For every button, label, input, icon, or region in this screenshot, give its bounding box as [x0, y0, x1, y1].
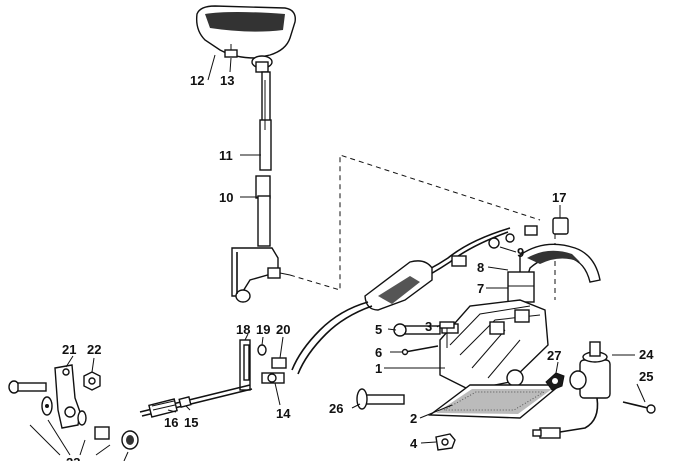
callout-21: 21 [62, 342, 76, 357]
callout-6: 6 [375, 345, 382, 360]
callout-1: 1 [375, 361, 382, 376]
callout-7: 7 [477, 281, 484, 296]
callout-16: 16 [164, 415, 178, 430]
shift-cable [291, 225, 538, 375]
switch-24 [532, 341, 611, 439]
nut-4 [435, 433, 456, 451]
washer-19 [257, 344, 267, 356]
bolt-26 [356, 388, 405, 410]
base-plate [427, 384, 562, 419]
selector-cover [507, 217, 601, 303]
nut-left-1 [94, 426, 110, 440]
bracket-21 [54, 364, 81, 429]
bolt-25 [622, 401, 656, 414]
nut-22 [83, 371, 101, 391]
shift-rod [139, 384, 253, 418]
grommet-27 [545, 372, 565, 391]
guide-lines [289, 154, 556, 300]
callout-13: 13 [220, 73, 234, 88]
callout-3: 3 [425, 319, 432, 334]
callout-2: 2 [410, 411, 417, 426]
callout-20: 20 [276, 322, 290, 337]
washer-left-2 [77, 410, 87, 426]
callout-labels: 12 13 11 10 17 9 8 7 18 19 20 5 3 6 1 21… [62, 73, 654, 461]
callout-23: 23 [66, 455, 80, 461]
callout-9: 9 [517, 245, 524, 260]
callout-26: 26 [329, 401, 343, 416]
callout-8: 8 [477, 260, 484, 275]
screw-13 [224, 44, 238, 58]
cable-bracket-18 [239, 339, 251, 391]
callout-27: 27 [547, 348, 561, 363]
callout-18: 18 [236, 322, 250, 337]
pin-5 [393, 323, 441, 337]
nut-20 [271, 357, 287, 369]
gear-knob [195, 5, 296, 73]
callout-4: 4 [410, 436, 418, 451]
cable-end-14 [261, 372, 285, 384]
nut-left-2 [121, 430, 139, 450]
callout-19: 19 [256, 322, 270, 337]
washer-left [41, 396, 53, 416]
callout-12: 12 [190, 73, 204, 88]
callout-10: 10 [219, 190, 233, 205]
pin-6 [401, 345, 439, 356]
callout-25: 25 [639, 369, 653, 384]
shift-lever [259, 71, 272, 171]
callout-11: 11 [219, 148, 233, 163]
callout-5: 5 [375, 322, 382, 337]
bolt-left [8, 380, 47, 394]
leader-lines [29, 54, 646, 461]
callout-15: 15 [184, 415, 198, 430]
callout-14: 14 [276, 406, 291, 421]
callout-17: 17 [552, 190, 566, 205]
lever-bracket [231, 175, 291, 303]
callout-24: 24 [639, 347, 654, 362]
callout-22: 22 [87, 342, 101, 357]
selector-housing [439, 299, 549, 391]
